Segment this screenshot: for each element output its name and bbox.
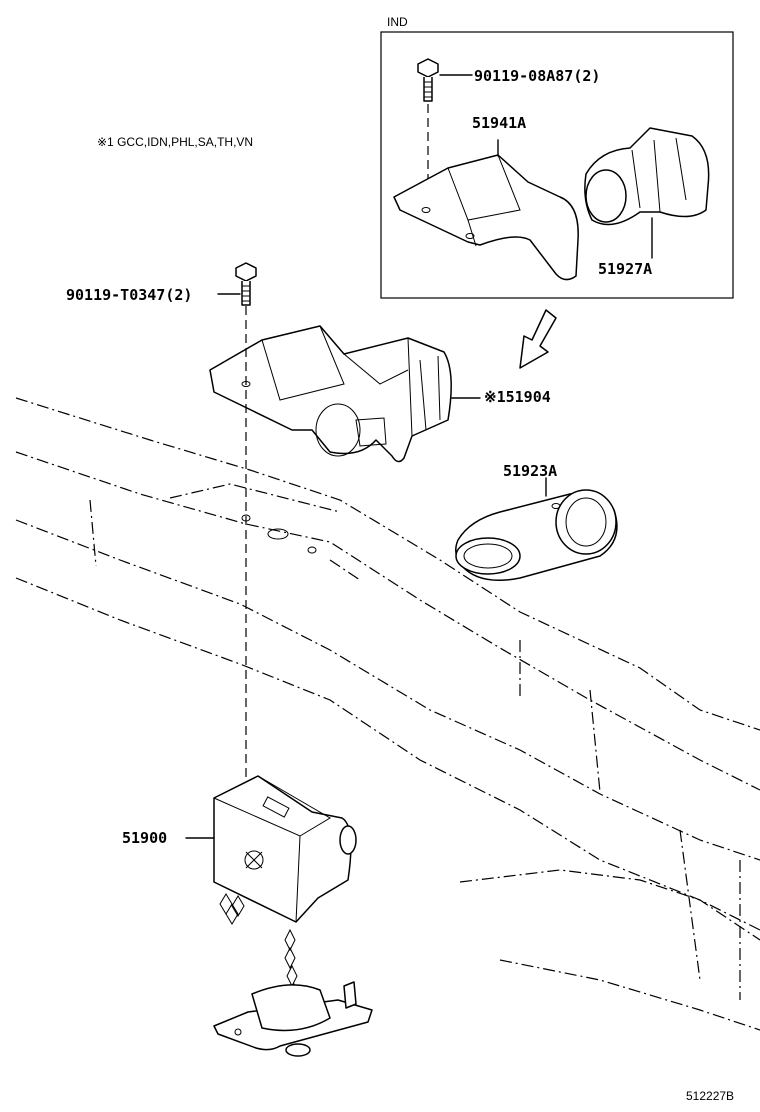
inset-bolt-icon bbox=[417, 58, 439, 102]
pipe-cover-icon bbox=[455, 489, 618, 581]
vehicle-frame-outline bbox=[15, 397, 760, 1031]
inset-bolt-label: 90119-08A87(2) bbox=[474, 67, 600, 85]
inset-box bbox=[380, 31, 734, 299]
figure-id: 512227B bbox=[686, 1089, 734, 1103]
carrier-bracket-label: ※151904 bbox=[484, 388, 551, 406]
inset-hanger-icon bbox=[584, 127, 710, 226]
inset-region-label: IND bbox=[387, 15, 408, 29]
region-note: ※1 GCC,IDN,PHL,SA,TH,VN bbox=[97, 135, 253, 149]
frame-hole-1 bbox=[267, 528, 289, 540]
carrier-bracket-icon bbox=[209, 325, 452, 463]
inset-hanger-label: 51927A bbox=[598, 260, 652, 278]
frame-hole-3 bbox=[307, 546, 317, 554]
direction-arrow-icon bbox=[519, 309, 557, 369]
main-bolt-label: 90119-T0347(2) bbox=[66, 286, 192, 304]
pipe-cover-label: 51923A bbox=[503, 462, 557, 480]
chain-icon bbox=[219, 893, 300, 1006]
main-bolt-icon bbox=[235, 262, 257, 306]
lock-plate-icon bbox=[213, 981, 373, 1057]
inset-bracket-icon bbox=[393, 154, 579, 281]
spare-carrier-icon bbox=[213, 775, 357, 923]
spare-carrier-label: 51900 bbox=[122, 829, 167, 847]
inset-bracket-label: 51941A bbox=[472, 114, 526, 132]
